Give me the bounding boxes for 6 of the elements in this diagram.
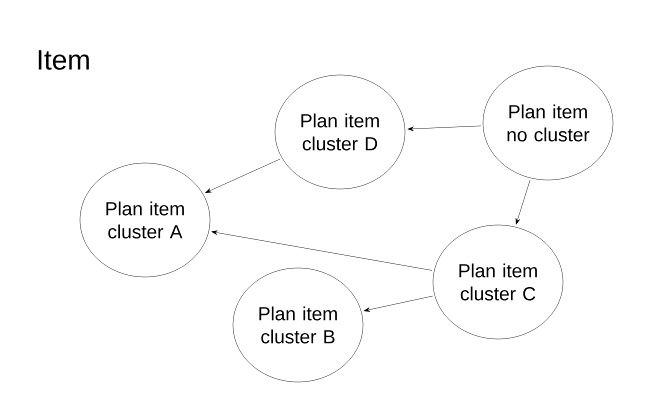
arrow	[205, 158, 280, 193]
title: Item	[38, 50, 89, 70]
arrow	[364, 296, 433, 312]
arrow	[516, 180, 530, 225]
arrow	[211, 230, 432, 271]
arrow	[408, 126, 482, 132]
